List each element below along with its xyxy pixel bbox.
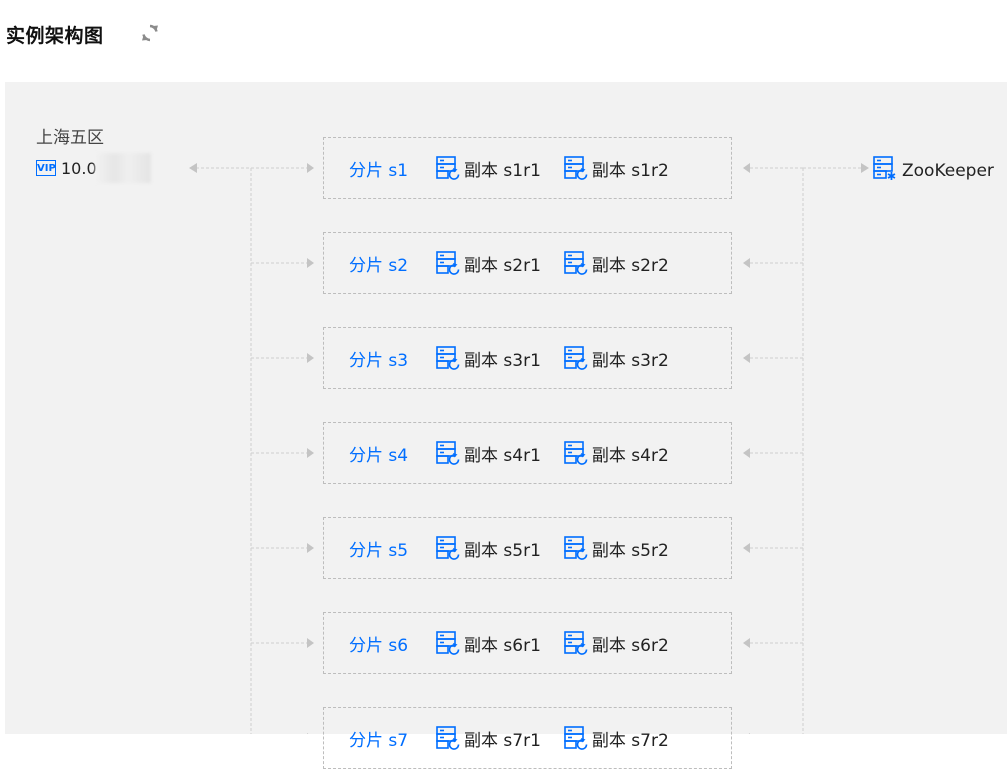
replica-item[interactable]: 副本 s6r2 [563,630,669,656]
replica-server-icon [435,440,464,466]
replica-server-icon [563,630,592,656]
shard-in-arrow-icon [307,638,314,648]
shard-in-arrow-icon [307,353,314,363]
page-title: 实例架构图 [6,24,104,47]
shard-label[interactable]: 分片 s2 [349,255,409,276]
shard-out-arrow-icon [743,448,750,458]
shard-label[interactable]: 分片 s4 [349,445,409,466]
replica-item[interactable]: 副本 s2r1 [435,250,541,276]
replica-label: 副本 s6r2 [591,635,669,656]
replica-server-icon [563,250,592,276]
shard-label[interactable]: 分片 s3 [349,350,409,371]
replica-item[interactable]: 副本 s2r2 [563,250,669,276]
replica-server-icon [435,155,464,181]
replica-label: 副本 s1r2 [591,160,669,181]
replica-label: 副本 s3r2 [591,350,669,371]
zookeeper-label: ZooKeeper [902,160,994,181]
shard-box: 分片 s2 副本 s2r1 副本 s2r2 [323,232,732,294]
refresh-icon[interactable] [139,22,161,44]
shard-label[interactable]: 分片 s5 [349,540,409,561]
replica-item[interactable]: 副本 s1r2 [563,155,669,181]
replica-label: 副本 s6r1 [464,635,541,656]
replica-item[interactable]: 副本 s6r1 [435,630,541,656]
replica-item[interactable]: 副本 s1r1 [435,155,541,181]
replica-item[interactable]: 副本 s5r1 [435,535,541,561]
shard-label[interactable]: 分片 s7 [349,730,409,751]
replica-label: 副本 s7r2 [591,730,669,751]
right-arrow-icon [861,163,869,173]
architecture-canvas [5,82,1007,734]
shard-label[interactable]: 分片 s6 [349,635,409,656]
page-header: 实例架构图 [6,18,104,50]
shard-box: 分片 s3 副本 s3r1 副本 s3r2 [323,327,732,389]
replica-server-icon [563,440,592,466]
svg-text:✱: ✱ [887,170,896,181]
connection-lines [189,163,869,734]
replica-item[interactable]: 副本 s4r1 [435,440,541,466]
replica-label: 副本 s4r2 [591,445,669,466]
replica-item[interactable]: 副本 s4r2 [563,440,669,466]
replica-server-icon [435,345,464,371]
replica-label: 副本 s1r1 [464,160,541,181]
replica-server-icon [435,630,464,656]
replica-server-icon [563,345,592,371]
zookeeper-server-icon: ✱ [872,155,902,186]
replica-item[interactable]: 副本 s7r2 [563,725,669,751]
replica-label: 副本 s2r2 [591,255,669,276]
shard-in-arrow-icon [307,258,314,268]
shard-in-arrow-icon [307,543,314,553]
replica-label: 副本 s4r1 [464,445,541,466]
shard-out-arrow-icon [743,543,750,553]
redacted-ip-mask [94,153,151,183]
replica-server-icon [563,535,592,561]
replica-item[interactable]: 副本 s7r1 [435,725,541,751]
shard-out-arrow-icon [743,638,750,648]
replica-server-icon [435,535,464,561]
shard-box: 分片 s6 副本 s6r1 副本 s6r2 [323,612,732,674]
vip-node: 上海五区 VIP 10.0 [36,128,151,183]
replica-item[interactable]: 副本 s3r1 [435,345,541,371]
replica-item[interactable]: 副本 s3r2 [563,345,669,371]
left-arrow-icon [189,163,197,173]
shard-box: 分片 s7 副本 s7r1 副本 s7r2 [323,707,732,769]
replica-server-icon [435,250,464,276]
replica-label: 副本 s5r1 [464,540,541,561]
replica-server-icon [435,725,464,751]
replica-label: 副本 s7r1 [464,730,541,751]
shard-out-arrow-icon [743,353,750,363]
zookeeper-node[interactable]: ✱ ZooKeeper [872,155,994,186]
shard-out-arrow-icon [743,163,750,173]
vip-icon: VIP [36,160,56,176]
vip-address: 10.0 [61,158,97,178]
shard-box: 分片 s4 副本 s4r1 副本 s4r2 [323,422,732,484]
replica-server-icon [563,155,592,181]
shard-in-arrow-icon [307,163,314,173]
replica-label: 副本 s5r2 [591,540,669,561]
replica-item[interactable]: 副本 s5r2 [563,535,669,561]
replica-label: 副本 s3r1 [464,350,541,371]
replica-label: 副本 s2r1 [464,255,541,276]
shard-in-arrow-icon [307,448,314,458]
shard-box: 分片 s5 副本 s5r1 副本 s5r2 [323,517,732,579]
zone-label: 上海五区 [36,128,104,148]
replica-server-icon [563,725,592,751]
shard-out-arrow-icon [743,258,750,268]
shard-label[interactable]: 分片 s1 [349,160,409,181]
shard-box: 分片 s1 副本 s1r1 副本 s1r2 [323,137,732,199]
